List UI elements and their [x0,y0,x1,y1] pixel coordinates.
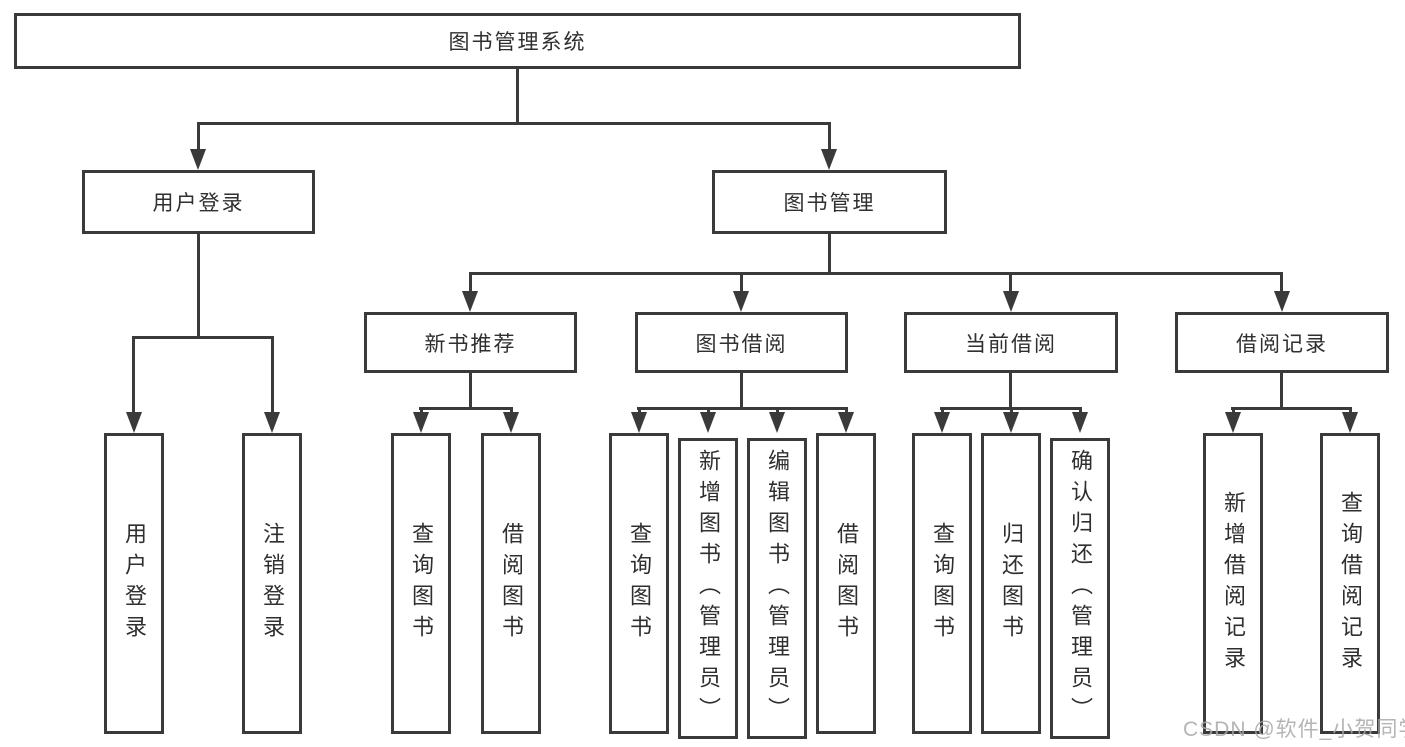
arrow-head-icon [700,412,716,433]
arrow-head-icon [503,412,519,433]
arrow-head-icon [126,412,142,433]
leaf-logout: 注销登录 [242,433,302,734]
arrow-head-icon [1225,412,1241,433]
arrow-head-icon [769,412,785,433]
arrow-head-icon [1003,412,1019,433]
arrow-head-icon [1072,412,1088,433]
leaf-confirm-return-admin: 确认归还（管理员） [1050,438,1110,739]
connector-line [941,407,944,414]
connector-line [1280,373,1283,407]
arrow-head-icon [1274,291,1290,312]
connector-line [516,69,519,122]
node-library-system: 图书管理系统 [14,13,1021,69]
connector-line [845,407,848,414]
node-book-management: 图书管理 [712,170,947,234]
leaf-return-books: 归还图书 [981,433,1041,734]
connector-line [1349,407,1352,414]
connector-line [1231,407,1352,410]
leaf-add-borrow-record: 新增借阅记录 [1203,433,1263,734]
node-borrow-records: 借阅记录 [1175,312,1389,373]
arrow-head-icon [1342,412,1358,433]
connector-line [469,272,1283,275]
connector-line [740,272,743,293]
connector-line [828,122,831,150]
connector-line [1280,272,1283,293]
connector-line [197,122,831,125]
arrow-head-icon [264,412,280,433]
connector-line [132,336,135,413]
node-current-borrow: 当前借阅 [904,312,1118,373]
connector-line [740,373,743,407]
connector-line [469,272,472,293]
connector-line [1232,407,1235,414]
leaf-borrow-query-books: 查询图书 [609,433,669,734]
leaf-add-books-admin: 新增图书（管理员） [678,438,738,739]
arrow-head-icon [190,149,206,170]
connector-line [1079,407,1082,414]
connector-line [637,407,847,410]
connector-line [132,336,274,339]
connector-line [469,373,472,407]
connector-line [638,407,641,414]
node-new-book-recommend: 新书推荐 [364,312,577,373]
leaf-edit-books-admin: 编辑图书（管理员） [747,438,807,739]
arrow-head-icon [1003,291,1019,312]
connector-line [510,407,513,414]
connector-line [1009,373,1012,407]
leaf-query-borrow-record: 查询借阅记录 [1320,433,1380,734]
connector-line [271,336,274,413]
csdn-watermark: CSDN @软件_小贺同学 [1183,718,1405,741]
leaf-recommend-borrow-books: 借阅图书 [481,433,541,734]
arrow-head-icon [821,149,837,170]
connector-line [776,407,779,414]
leaf-user-login: 用户登录 [104,433,164,734]
leaf-recommend-query-books: 查询图书 [391,433,451,734]
node-user-login: 用户登录 [82,170,315,234]
connector-line [197,122,200,150]
connector-line [707,407,710,414]
arrow-head-icon [838,412,854,433]
leaf-current-query-books: 查询图书 [912,433,972,734]
connector-line [1010,407,1013,414]
connector-line [1009,272,1012,293]
node-book-borrow: 图书借阅 [635,312,848,373]
arrow-head-icon [934,412,950,433]
connector-line [420,407,423,414]
connector-line [419,407,513,410]
connector-line [828,234,831,272]
arrow-head-icon [462,291,478,312]
arrow-head-icon [733,291,749,312]
arrow-head-icon [631,412,647,433]
arrow-head-icon [413,412,429,433]
leaf-borrow-books: 借阅图书 [816,433,876,734]
connector-line [197,234,200,336]
